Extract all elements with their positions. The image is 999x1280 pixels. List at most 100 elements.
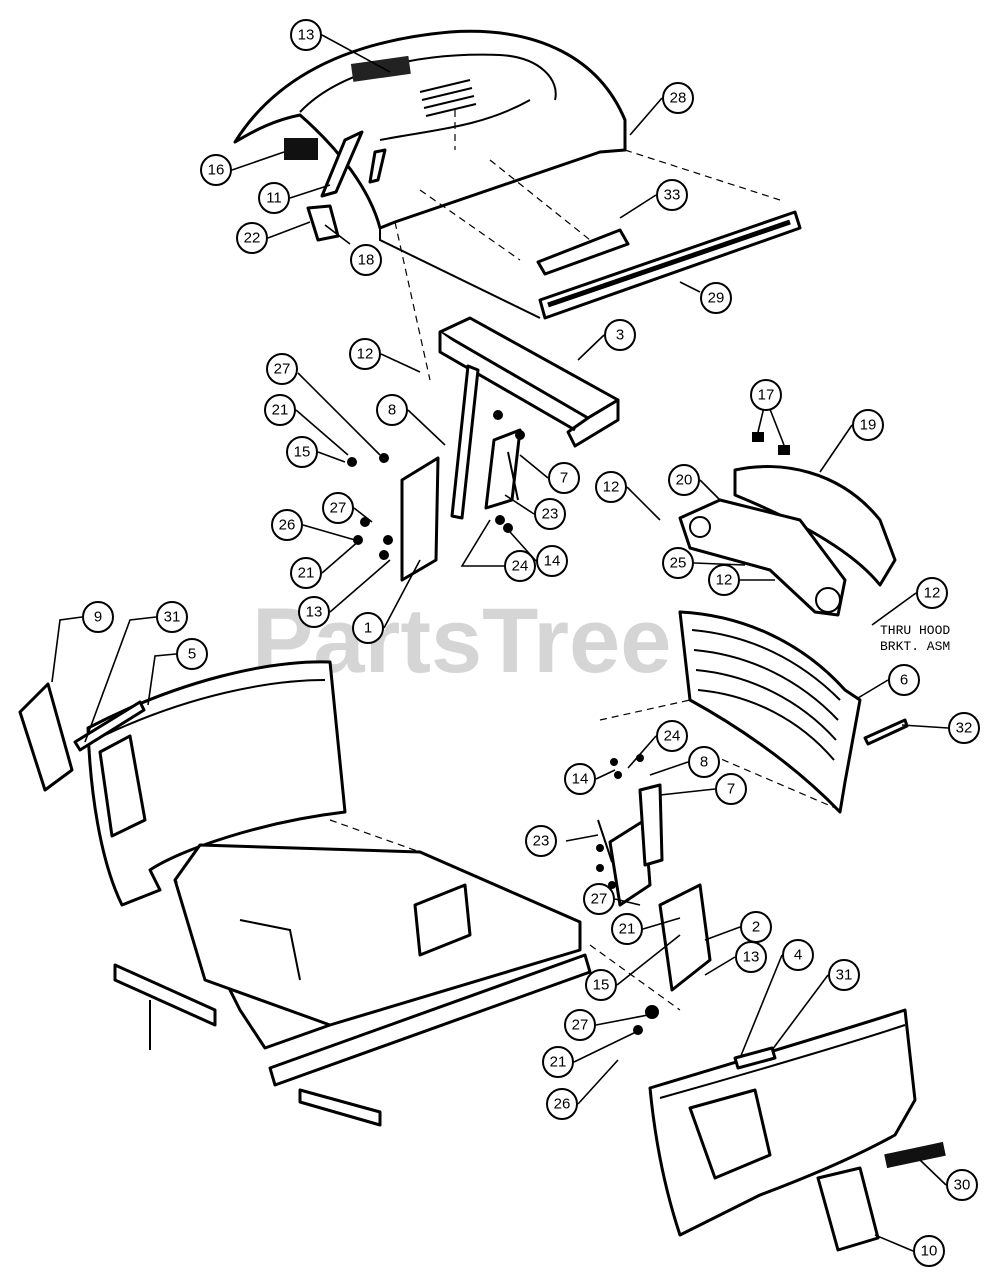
svg-text:7: 7 [727, 781, 735, 798]
hood-decal-16 [284, 138, 318, 160]
callout-13c: 13 [735, 941, 767, 973]
svg-text:30: 30 [954, 1177, 971, 1194]
svg-text:27: 27 [330, 500, 347, 517]
svg-text:7: 7 [560, 470, 568, 487]
hood-pin-18 [368, 148, 387, 184]
svg-text:13: 13 [306, 604, 323, 621]
callout-13a: 13 [290, 19, 322, 51]
callout-1: 1 [352, 612, 384, 644]
callout-25: 25 [662, 547, 694, 579]
callout-16: 16 [200, 154, 232, 186]
callout-7b: 7 [715, 773, 747, 805]
hardware-left-upper [347, 410, 525, 560]
callout-4: 4 [782, 939, 814, 971]
callout-12c: 12 [708, 564, 740, 596]
callout-27d: 27 [564, 1009, 596, 1041]
callout-11: 11 [258, 182, 290, 214]
callout-14a: 14 [536, 545, 568, 577]
hood-link-8-upper [450, 364, 480, 520]
svg-text:28: 28 [670, 90, 687, 107]
hardware-right-lower [596, 754, 659, 1035]
svg-text:15: 15 [593, 977, 610, 994]
svg-text:20: 20 [676, 472, 693, 489]
svg-text:26: 26 [279, 517, 296, 534]
svg-text:27: 27 [274, 361, 291, 378]
spring-23-lower [597, 819, 613, 863]
svg-text:4: 4 [794, 947, 802, 964]
svg-text:12: 12 [357, 346, 374, 363]
svg-text:1: 1 [364, 620, 372, 637]
callout-10: 10 [913, 1235, 945, 1267]
svg-text:32: 32 [956, 720, 973, 737]
hood-stripe-29 [538, 210, 802, 320]
callout-18: 18 [350, 244, 382, 276]
svg-text:22: 22 [244, 230, 261, 247]
front-grille-6 [678, 610, 909, 814]
clip-17a [752, 432, 764, 442]
callout-21d: 21 [542, 1046, 574, 1078]
svg-text:5: 5 [188, 646, 196, 663]
svg-text:27: 27 [572, 1017, 589, 1034]
svg-text:8: 8 [388, 402, 396, 419]
hood-assembly [233, 29, 627, 319]
svg-text:16: 16 [208, 162, 225, 179]
hood-bracket-3 [438, 316, 620, 448]
callout-8b: 8 [688, 746, 720, 778]
svg-text:33: 33 [664, 187, 681, 204]
side-panel-grille-9 [18, 682, 74, 792]
hood-bracket-22 [306, 204, 340, 242]
callout-31b: 31 [828, 959, 860, 991]
alignment-line [394, 221, 431, 381]
callout-6: 6 [888, 664, 920, 696]
svg-text:31: 31 [836, 967, 853, 984]
headlight-assembly [678, 432, 897, 617]
svg-text:21: 21 [619, 921, 636, 938]
callout-27b: 27 [322, 492, 354, 524]
hood-pivot-bracket-1 [400, 456, 440, 582]
callout-24a: 24 [504, 550, 536, 582]
svg-text:17: 17 [758, 387, 775, 404]
svg-text:23: 23 [542, 506, 559, 523]
callout-23b: 23 [525, 825, 557, 857]
svg-text:26: 26 [554, 1096, 571, 1113]
hood-pivot-bracket-2 [658, 883, 712, 992]
callout-12a: 12 [349, 338, 381, 370]
callout-8a: 8 [376, 394, 408, 426]
svg-text:13: 13 [298, 27, 315, 44]
svg-text:10: 10 [921, 1243, 938, 1260]
hood-grille-slots [419, 79, 477, 117]
svg-text:31: 31 [164, 609, 181, 626]
callout-2: 2 [740, 911, 772, 943]
svg-text:21: 21 [272, 402, 289, 419]
callout-30: 30 [946, 1169, 978, 1201]
callout-12d: 12 [916, 577, 948, 609]
hood-link-7-lower [638, 783, 664, 867]
svg-text:27: 27 [591, 891, 608, 908]
hood-link-7-upper [484, 428, 522, 510]
callout-27a: 27 [266, 353, 298, 385]
svg-text:24: 24 [512, 558, 529, 575]
callout-28: 28 [662, 82, 694, 114]
callout-21c: 21 [611, 913, 643, 945]
callout-33: 33 [656, 179, 688, 211]
svg-text:11: 11 [266, 190, 282, 207]
hood-logo-33 [536, 228, 630, 276]
svg-text:23: 23 [533, 833, 550, 850]
svg-text:12: 12 [603, 479, 620, 496]
svg-text:6: 6 [900, 672, 908, 689]
chassis-frame [113, 843, 592, 1127]
callout-7a: 7 [548, 462, 580, 494]
trim-strip-31 [73, 700, 146, 752]
left-side-panel [18, 660, 347, 907]
callout-21a: 21 [264, 394, 296, 426]
svg-text:29: 29 [708, 290, 725, 307]
trim-strip-31b [733, 1046, 777, 1070]
svg-text:12: 12 [716, 572, 733, 589]
hood-link-8-lower [608, 818, 652, 907]
callout-5: 5 [176, 638, 208, 670]
svg-text:14: 14 [544, 553, 561, 570]
svg-text:18: 18 [358, 252, 375, 269]
callout-13b: 13 [298, 596, 330, 628]
svg-text:3: 3 [616, 327, 624, 344]
hood-hinge-11 [320, 130, 364, 198]
